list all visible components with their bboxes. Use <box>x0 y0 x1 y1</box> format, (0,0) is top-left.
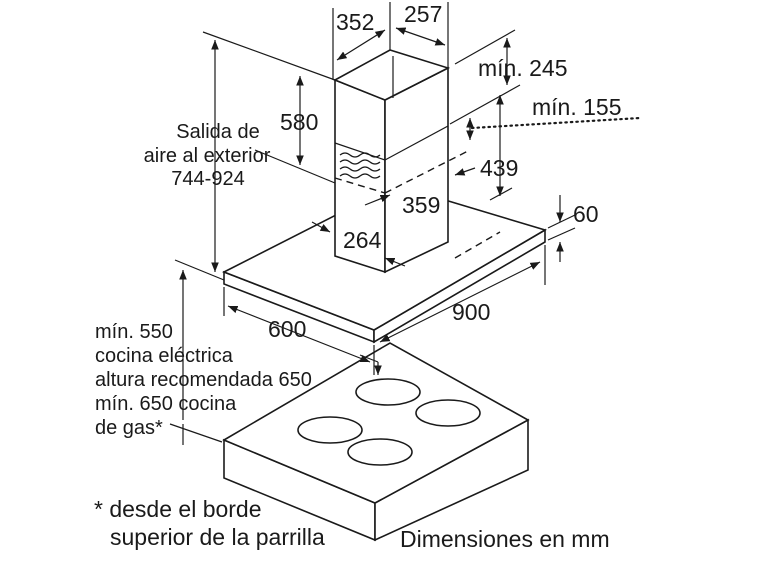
units-caption: Dimensiones en mm <box>400 526 610 552</box>
cooktop <box>222 342 530 542</box>
dim-canopy-width: 900 <box>452 299 490 325</box>
svg-text:cocina eléctrica: cocina eléctrica <box>95 345 234 367</box>
dim-chimney-depth: 257 <box>404 1 442 27</box>
svg-text:* desde el borde: * desde el borde <box>94 496 262 522</box>
dim-chimney-width: 352 <box>336 9 374 35</box>
mounting-height-note: mín. 550 cocina eléctrica altura recomen… <box>95 321 312 439</box>
svg-text:744-924: 744-924 <box>171 168 244 190</box>
svg-text:Salida de: Salida de <box>176 121 259 143</box>
burner <box>297 416 363 444</box>
footnote: * desde el borde superior de la parrilla <box>94 496 325 550</box>
dim-lower-width: 359 <box>402 192 440 218</box>
dim-lower-height: 439 <box>480 155 518 181</box>
vent-grille <box>339 152 381 179</box>
dim-canopy-thickness: 60 <box>573 201 599 227</box>
dimension-lines <box>169 2 642 445</box>
dim-canopy-depth: 600 <box>268 316 306 342</box>
svg-text:aire al exterior: aire al exterior <box>144 145 271 167</box>
burner <box>355 378 421 406</box>
burner <box>347 438 413 466</box>
dim-min-top: mín. 245 <box>478 55 568 81</box>
svg-text:altura recomendada 650: altura recomendada 650 <box>95 369 312 391</box>
dim-upper-height: 580 <box>280 109 318 135</box>
burner <box>415 399 481 427</box>
svg-text:mín. 550: mín. 550 <box>95 321 173 343</box>
air-outlet-label: Salida de aire al exterior 744-924 <box>144 121 271 190</box>
svg-text:mín. 650 cocina: mín. 650 cocina <box>95 393 237 415</box>
svg-text:superior de la parrilla: superior de la parrilla <box>110 524 325 550</box>
dim-min-gap: mín. 155 <box>532 94 622 120</box>
svg-text:de gas*: de gas* <box>95 417 163 439</box>
dim-lower-depth: 264 <box>343 227 382 253</box>
